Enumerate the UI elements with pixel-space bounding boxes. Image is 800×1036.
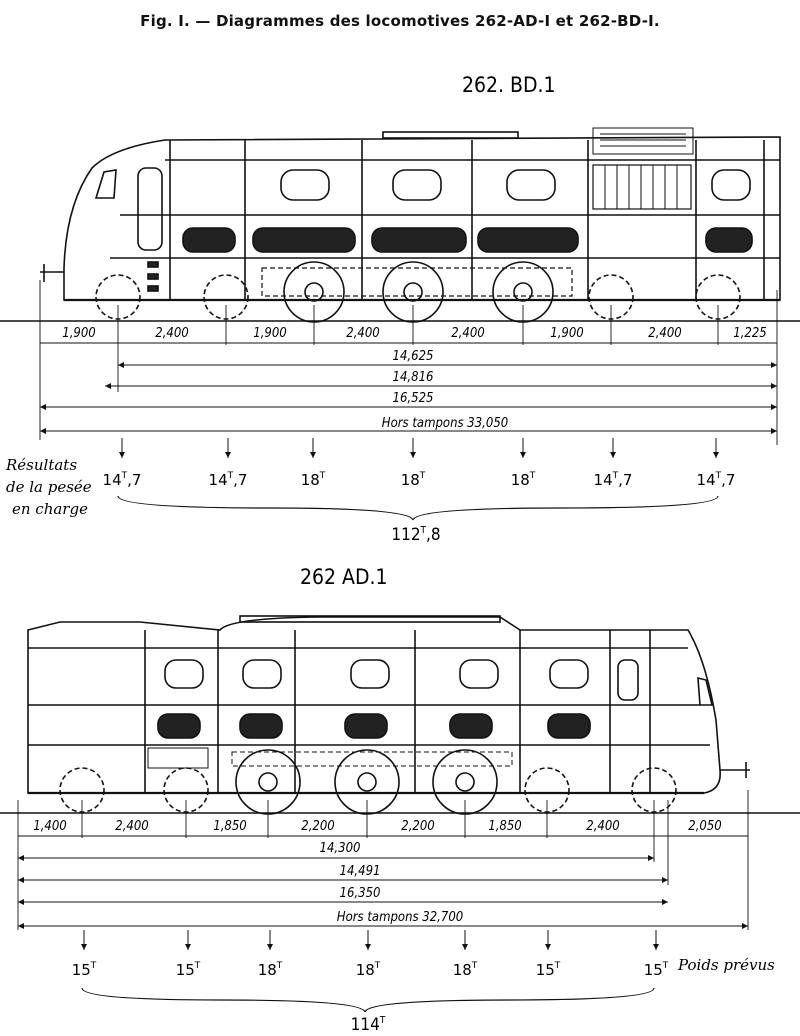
bd1-total-unit: T — [420, 525, 427, 536]
bd1-axle-load-7: 14T,7 — [697, 471, 736, 489]
bd1-dim-buffers: Hors tampons 33,050 — [382, 416, 508, 431]
ad1-spacing-labels: 1,400 2,400 1,850 2,200 2,200 1,850 2,40… — [33, 819, 721, 834]
svg-text:en charge: en charge — [12, 500, 88, 518]
ad1-spacing-4: 2,200 — [301, 819, 334, 834]
bd1-dim-14816: 14,816 — [393, 370, 434, 385]
bd1-dim-14625: 14,625 — [393, 349, 434, 364]
bd1-axle-load-1: 14T,7 — [103, 471, 142, 489]
ad1-axle-load-5: 18T — [453, 961, 478, 979]
ad1-spacing-3: 1,850 — [213, 819, 246, 834]
bd1-spacing-3: 1,900 — [253, 326, 286, 341]
ad1-dimension-lines — [18, 835, 748, 929]
ad1-axle-load-4: 18T — [356, 961, 381, 979]
bd1-spacing-5: 2,400 — [451, 326, 484, 341]
ad1-dim-16350: 16,350 — [340, 886, 381, 901]
ad1-axle-load-3: 18T — [258, 961, 283, 979]
ad1-spacing-5: 2,200 — [401, 819, 434, 834]
bd1-locomotive-drawing — [0, 127, 800, 323]
ad1-spacing-7: 2,400 — [586, 819, 619, 834]
bd1-axle-load-3: 18T — [301, 471, 326, 489]
bd1-axle-load-2: 14T,7 — [209, 471, 248, 489]
ad1-title: 262 AD.1 — [300, 565, 388, 589]
svg-text:Résultats: Résultats — [5, 456, 77, 474]
bd1-dimension-lines — [40, 342, 777, 434]
ad1-locomotive-drawing — [0, 615, 800, 815]
bd1-brace — [117, 495, 719, 521]
ad1-brace — [81, 987, 655, 1013]
bd1-dim-16525: 16,525 — [393, 391, 434, 406]
bd1-spacing-8: 1,225 — [733, 326, 766, 341]
bd1-weighing-caption: Résultats de la pesée en charge — [5, 456, 92, 518]
ad1-axle-loads: 15T 15T 18T 18T 18T 15T 15T — [72, 930, 669, 979]
bd1-total-labels: 14,625 14,816 16,525 Hors tampons 33,050 — [382, 349, 508, 431]
ad1-dim-14300: 14,300 — [320, 841, 361, 856]
ad1-spacing-8: 2,050 — [688, 819, 721, 834]
ad1-total-load: 114T — [351, 1015, 386, 1035]
figure-title: Fig. I. — Diagrammes des locomotives 262… — [140, 12, 660, 30]
bd1-spacing-6: 1,900 — [550, 326, 583, 341]
ad1-axle-centerlines — [17, 790, 749, 930]
ad1-spacing-2: 2,400 — [115, 819, 148, 834]
bd1-axle-loads: 14T,7 14T,7 18T 18T 18T 14T,7 14T,7 — [103, 438, 736, 489]
bd1-spacing-4: 2,400 — [346, 326, 379, 341]
bd1-spacing-2: 2,400 — [155, 326, 188, 341]
ad1-weight-caption: Poids prévus — [677, 956, 775, 974]
ad1-axle-load-7: 15T — [644, 961, 669, 979]
bd1-axle-load-5: 18T — [511, 471, 536, 489]
ad1-axle-load-1: 15T — [72, 961, 97, 979]
ad1-spacing-1: 1,400 — [33, 819, 66, 834]
ad1-spacing-6: 1,850 — [488, 819, 521, 834]
ad1-total-labels: 14,300 14,491 16,350 Hors tampons 32,700 — [320, 841, 464, 925]
ad1-axle-load-2: 15T — [176, 961, 201, 979]
bd1-axle-centerlines — [39, 280, 778, 445]
svg-text:de la pesée: de la pesée — [6, 478, 92, 496]
bd1-axle-load-6: 14T,7 — [594, 471, 633, 489]
bd1-spacing-7: 2,400 — [648, 326, 681, 341]
bd1-spacing-labels: 1,900 2,400 1,900 2,400 2,400 1,900 2,40… — [62, 326, 766, 341]
ad1-dim-buffers: Hors tampons 32,700 — [337, 910, 463, 925]
bd1-spacing-1: 1,900 — [62, 326, 95, 341]
bd1-total-load: 112T,8 — [391, 525, 440, 545]
ad1-total-unit: T — [379, 1015, 386, 1026]
bd1-axle-load-4: 18T — [401, 471, 426, 489]
ad1-dim-14491: 14,491 — [340, 864, 381, 879]
bd1-title: 262. BD.1 — [462, 73, 556, 97]
ad1-axle-load-6: 15T — [536, 961, 561, 979]
